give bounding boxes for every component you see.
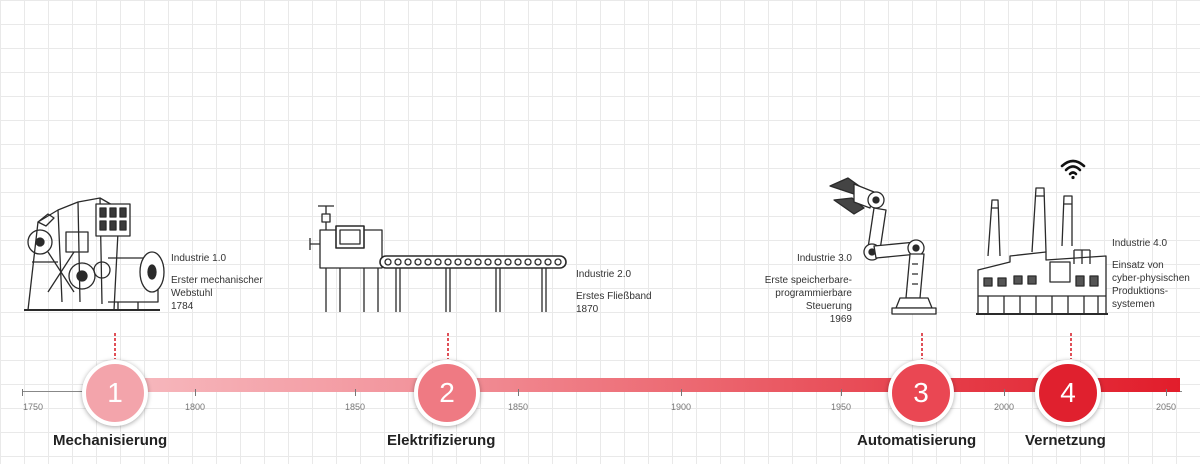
phase-label-2: Elektrifizierung <box>387 432 496 449</box>
year-tick <box>355 389 356 396</box>
stage-number: 2 <box>439 377 455 408</box>
stage-text-line: Produktions- <box>1112 286 1169 297</box>
stage-text-line: 1870 <box>576 304 599 315</box>
stage-number: 3 <box>913 377 929 408</box>
stage-circle-3: 3 <box>888 360 954 426</box>
timeline-bar <box>100 378 1180 392</box>
stage-circle-4: 4 <box>1035 360 1101 426</box>
year-label: 1850 <box>507 402 529 412</box>
year-tick <box>1004 389 1005 396</box>
stage-title: Industrie 4.0 <box>1112 238 1168 249</box>
stage-text-line: Webstuhl <box>171 288 213 299</box>
year-label: 2000 <box>993 402 1015 412</box>
stage-title: Industrie 1.0 <box>171 253 227 264</box>
loom-icon <box>18 192 166 318</box>
stage-circle-2: 2 <box>414 360 480 426</box>
stage-text-line: 1784 <box>171 301 194 312</box>
stage-number: 1 <box>107 377 123 408</box>
phase-label-1: Mechanisierung <box>53 432 168 449</box>
stage-connector <box>921 333 923 359</box>
stage-connector <box>114 333 116 359</box>
stage-description-4: Industrie 4.0 Einsatz von cyber-physisch… <box>1112 237 1190 311</box>
year-tick <box>22 389 23 396</box>
stage-connector <box>447 333 449 359</box>
stage-text-line: cyber-physischen <box>1112 273 1190 284</box>
stage-text-line: Einsatz von <box>1112 260 1164 271</box>
year-tick <box>841 389 842 396</box>
stage-text-line: programmierbare Steuerung <box>775 288 852 312</box>
stage-description-3: Industrie 3.0 Erste speicherbare- progra… <box>735 252 852 326</box>
stage-text-line: Erste speicherbare- <box>764 275 852 286</box>
year-label: 1750 <box>22 402 44 412</box>
year-tick <box>195 389 196 396</box>
year-tick <box>1166 389 1167 396</box>
robot-arm-icon <box>824 168 950 316</box>
year-label: 1950 <box>830 402 852 412</box>
factory-icon <box>974 186 1110 318</box>
stage-circle-1: 1 <box>82 360 148 426</box>
year-tick <box>518 389 519 396</box>
stage-title: Industrie 3.0 <box>796 253 852 264</box>
stage-number: 4 <box>1060 377 1076 408</box>
stage-connector <box>1070 333 1072 359</box>
stage-title: Industrie 2.0 <box>576 269 632 280</box>
stage-text-line: 1969 <box>829 314 852 325</box>
phase-label-3: Automatisierung <box>857 432 977 449</box>
conveyor-belt-icon <box>306 200 576 316</box>
stage-description-1: Industrie 1.0 Erster mechanischer Webstu… <box>171 252 263 313</box>
stage-text-line: Erstes Fließband <box>576 291 652 302</box>
year-label: 1800 <box>184 402 206 412</box>
wifi-icon <box>1060 158 1086 180</box>
year-label: 1900 <box>670 402 692 412</box>
stage-description-2: Industrie 2.0 Erstes Fließband 1870 <box>576 268 652 316</box>
stage-text-line: Erster mechanischer <box>171 275 263 286</box>
phase-label-4: Vernetzung <box>1025 432 1106 449</box>
stage-text-line: systemen <box>1112 299 1155 310</box>
year-label: 2050 <box>1155 402 1177 412</box>
year-tick <box>681 389 682 396</box>
year-label: 1850 <box>344 402 366 412</box>
